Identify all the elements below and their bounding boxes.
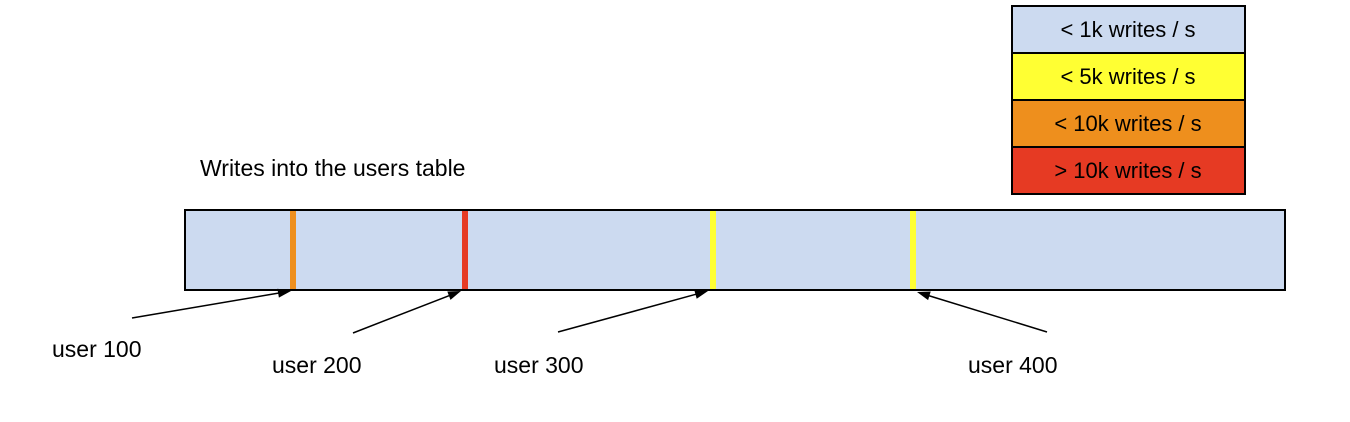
legend: < 1k writes / s < 5k writes / s < 10k wr… xyxy=(1011,5,1246,195)
legend-swatch-gt-10k xyxy=(1011,146,1246,195)
arrow-user-400 xyxy=(917,291,1048,333)
legend-swatch-lt-10k xyxy=(1011,99,1246,148)
write-hotspot-marker-user-300 xyxy=(710,211,716,289)
diagram-title: Writes into the users table xyxy=(200,155,465,181)
legend-label-lt-5k: < 5k writes / s xyxy=(1060,64,1195,89)
arrow-user-200 xyxy=(352,291,461,334)
legend-label-lt-10k: < 10k writes / s xyxy=(1054,111,1201,136)
arrow-user-100 xyxy=(131,288,291,319)
write-hotspot-marker-user-200 xyxy=(462,211,468,289)
arrow-user-300 xyxy=(557,290,708,333)
legend-label-lt-1k: < 1k writes / s xyxy=(1060,17,1195,42)
write-hotspot-marker-user-400 xyxy=(910,211,916,289)
legend-label-gt-10k: > 10k writes / s xyxy=(1054,158,1201,183)
users-table-bar xyxy=(184,209,1286,291)
label-user-400: user 400 xyxy=(968,352,1058,378)
write-hotspot-marker-user-100 xyxy=(290,211,296,289)
label-user-100: user 100 xyxy=(52,336,142,362)
label-user-200: user 200 xyxy=(272,352,362,378)
label-user-300: user 300 xyxy=(494,352,584,378)
